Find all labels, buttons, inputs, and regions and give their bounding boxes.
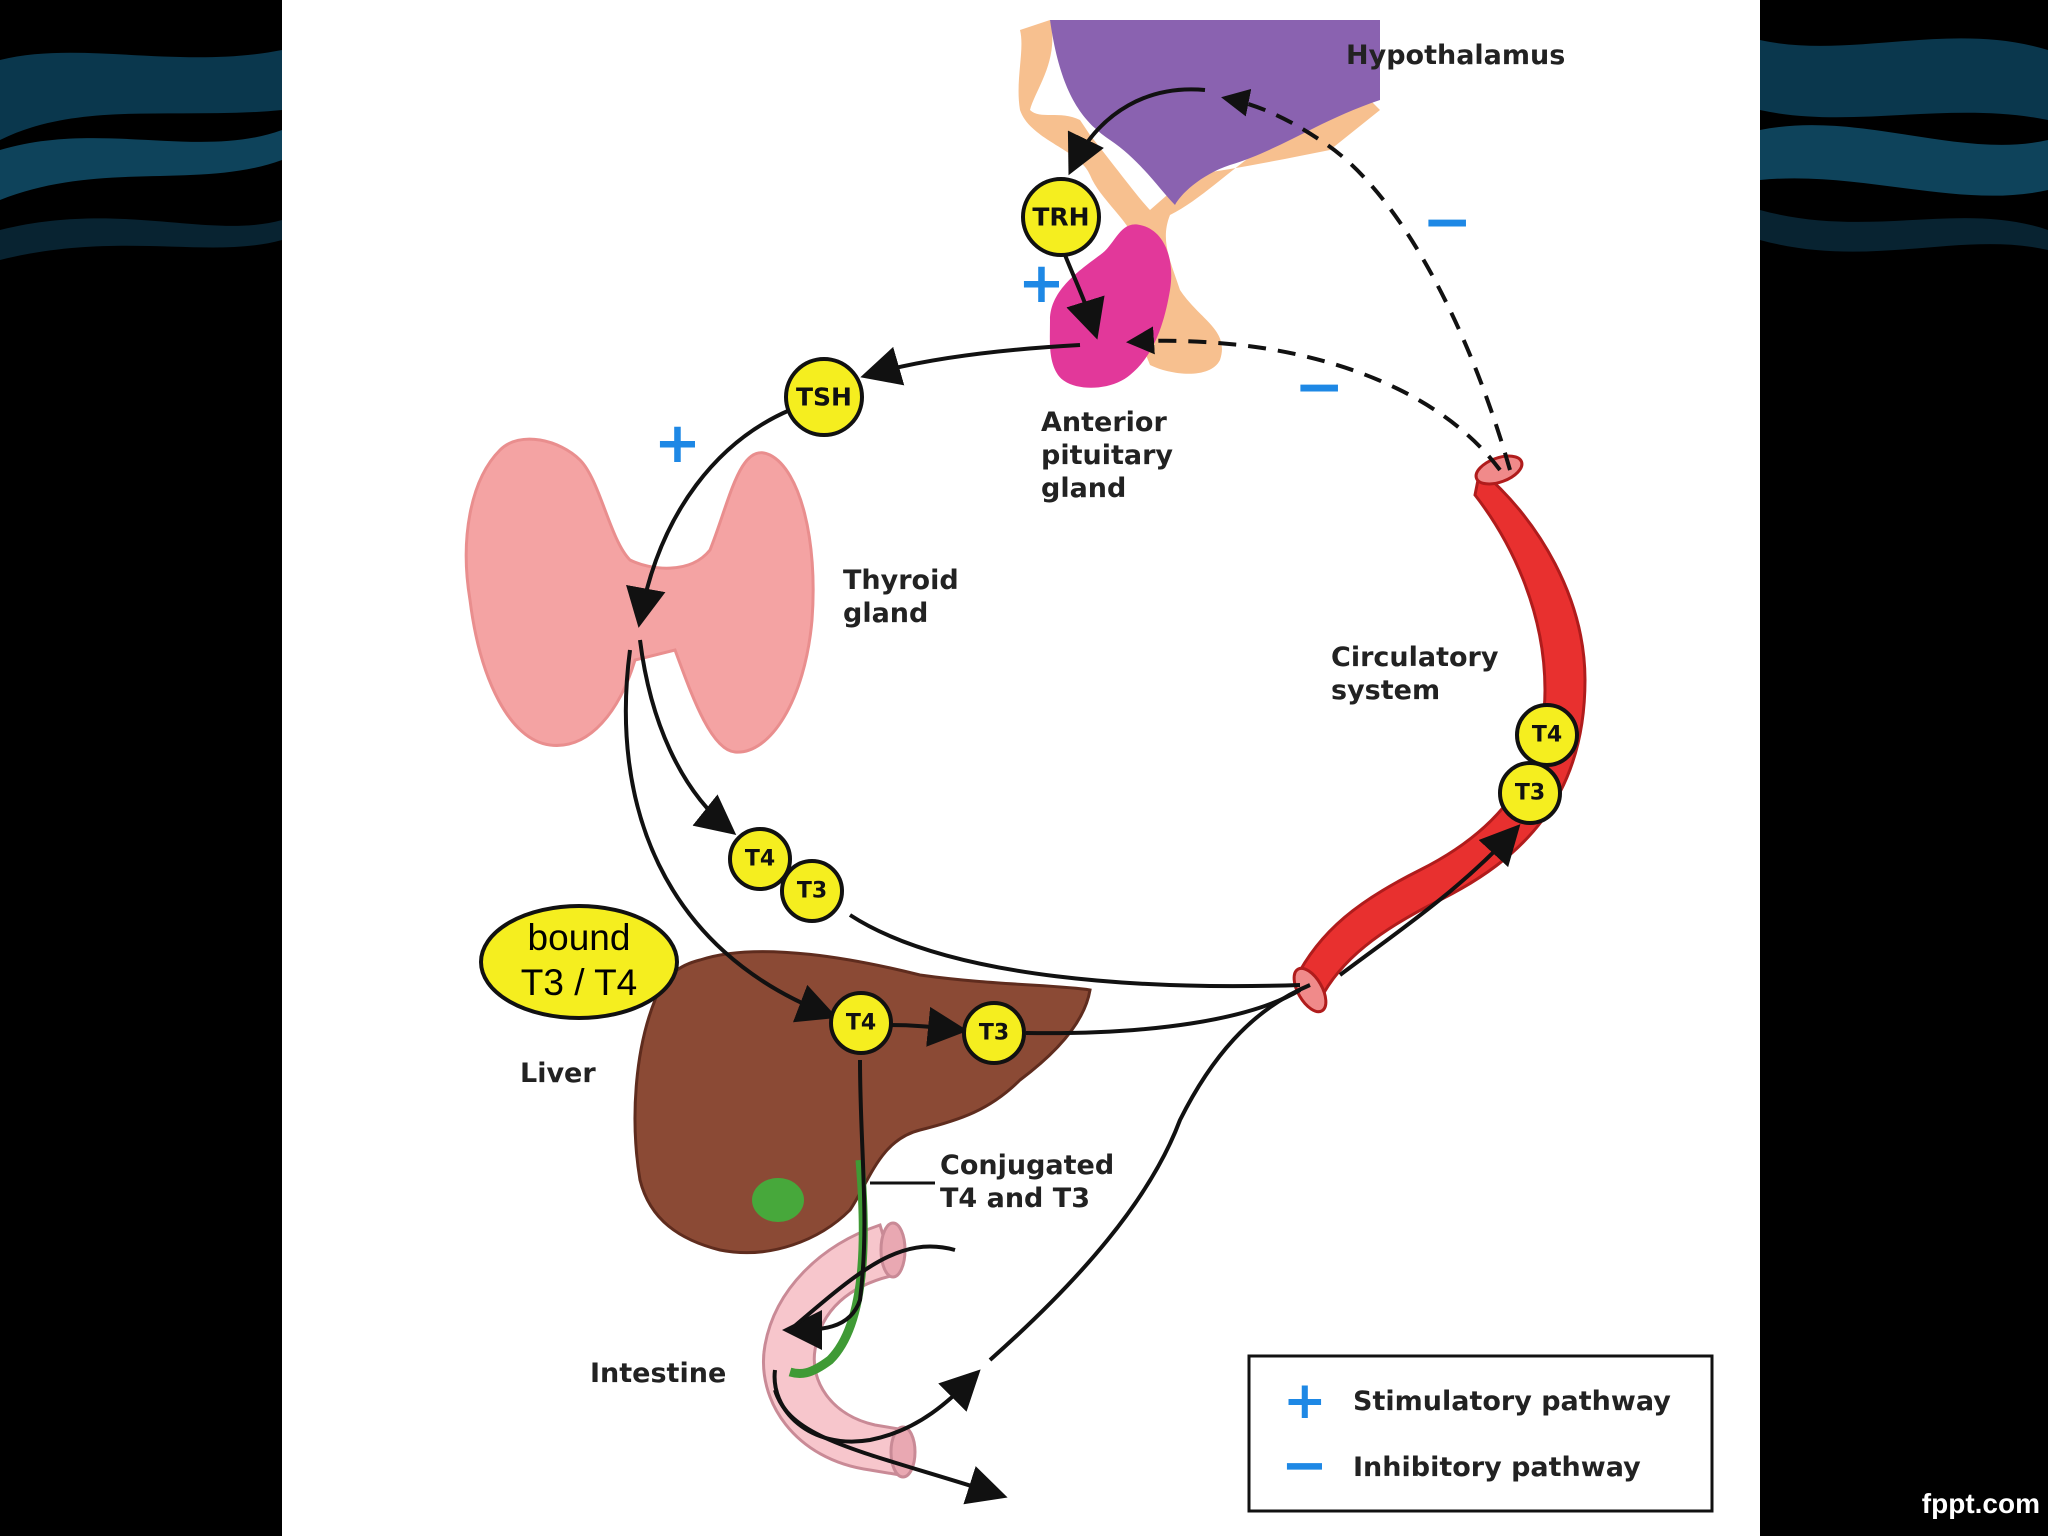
bound-t3-t4-bubble: bound T3 / T4 xyxy=(479,904,679,1020)
intestine-shape xyxy=(762,1221,917,1479)
t3-badge-thyroid: T3 xyxy=(780,859,844,923)
arrow-t4t3-to-vessel xyxy=(848,913,1301,989)
legend-plus-icon: + xyxy=(1283,1371,1327,1431)
trh-badge: TRH xyxy=(1021,177,1101,257)
legend-stimulatory-label: Stimulatory pathway xyxy=(1353,1386,1671,1417)
pathway-arrows xyxy=(623,87,1521,1505)
hypothalamus-shape xyxy=(1018,20,1380,374)
svg-text:T3 / T4: T3 / T4 xyxy=(521,962,638,1003)
thyroid-shape xyxy=(464,437,815,754)
anterior-pituitary-label-2: pituitary xyxy=(1041,440,1173,471)
t3-badge-liver: T3 xyxy=(962,1001,1026,1065)
legend-box: + Stimulatory pathway − Inhibitory pathw… xyxy=(1247,1354,1714,1513)
arrow-tsh-to-thyroid xyxy=(626,408,791,628)
t3-badge-vessel: T3 xyxy=(1498,761,1562,825)
svg-text:T4: T4 xyxy=(745,847,775,872)
circulatory-label-2: system xyxy=(1331,675,1440,706)
liver-label: Liver xyxy=(520,1058,596,1089)
t4-badge-vessel: T4 xyxy=(1515,703,1579,767)
tsh-badge: TSH xyxy=(784,357,864,437)
feedback-to-pituitary xyxy=(1126,326,1502,472)
plus-sign-trh: + xyxy=(1018,251,1065,316)
legend-inhibitory-label: Inhibitory pathway xyxy=(1353,1452,1641,1483)
svg-text:bound: bound xyxy=(528,917,631,958)
arrow-vessel-up xyxy=(1338,824,1521,977)
arrow-intestine-to-vessel xyxy=(988,983,1311,1362)
anterior-pituitary-label-1: Anterior xyxy=(1041,407,1167,438)
t4-badge-thyroid: T4 xyxy=(728,827,792,891)
feedback-to-hypothalamus xyxy=(1221,88,1512,471)
t4-badge-liver: T4 xyxy=(829,991,893,1055)
hypothalamus-label: Hypothalamus xyxy=(1346,40,1565,71)
arrow-trh-to-pituitary xyxy=(1063,254,1105,340)
feedback-arrows xyxy=(1126,88,1512,472)
arrow-intestine-exit xyxy=(773,1389,1008,1505)
footer-watermark: fppt.com xyxy=(1921,1488,2040,1519)
arrow-thyroid-to-t4t3 xyxy=(638,639,737,836)
arrow-hypothalamus-to-trh xyxy=(1067,87,1206,176)
minus-sign-hypothalamus: − xyxy=(1422,187,1472,257)
arrow-pituitary-to-tsh xyxy=(860,343,1081,386)
conjugated-label-2: T4 and T3 xyxy=(940,1183,1090,1214)
thyroid-label-2: gland xyxy=(843,598,928,629)
svg-text:T3: T3 xyxy=(797,879,827,904)
svg-text:T4: T4 xyxy=(1532,723,1562,748)
minus-sign-pituitary: − xyxy=(1294,352,1344,422)
intestine-label: Intestine xyxy=(590,1358,726,1389)
svg-text:T3: T3 xyxy=(1515,781,1545,806)
arrow-thyroid-to-liver-t4 xyxy=(623,649,838,1023)
svg-text:T3: T3 xyxy=(979,1021,1009,1046)
conjugated-label-1: Conjugated xyxy=(940,1150,1114,1181)
plus-sign-tsh: + xyxy=(654,411,701,476)
arrow-intestine-in xyxy=(788,1244,956,1332)
arrow-liver-t4-to-t3 xyxy=(889,1006,968,1047)
legend-minus-icon: − xyxy=(1281,1433,1328,1498)
thyroid-label-1: Thyroid xyxy=(843,565,959,596)
svg-text:TRH: TRH xyxy=(1032,203,1089,232)
svg-text:T4: T4 xyxy=(846,1011,876,1036)
circulatory-label-1: Circulatory xyxy=(1331,642,1499,673)
anterior-pituitary-label-3: gland xyxy=(1041,473,1126,504)
svg-text:TSH: TSH xyxy=(796,383,852,412)
